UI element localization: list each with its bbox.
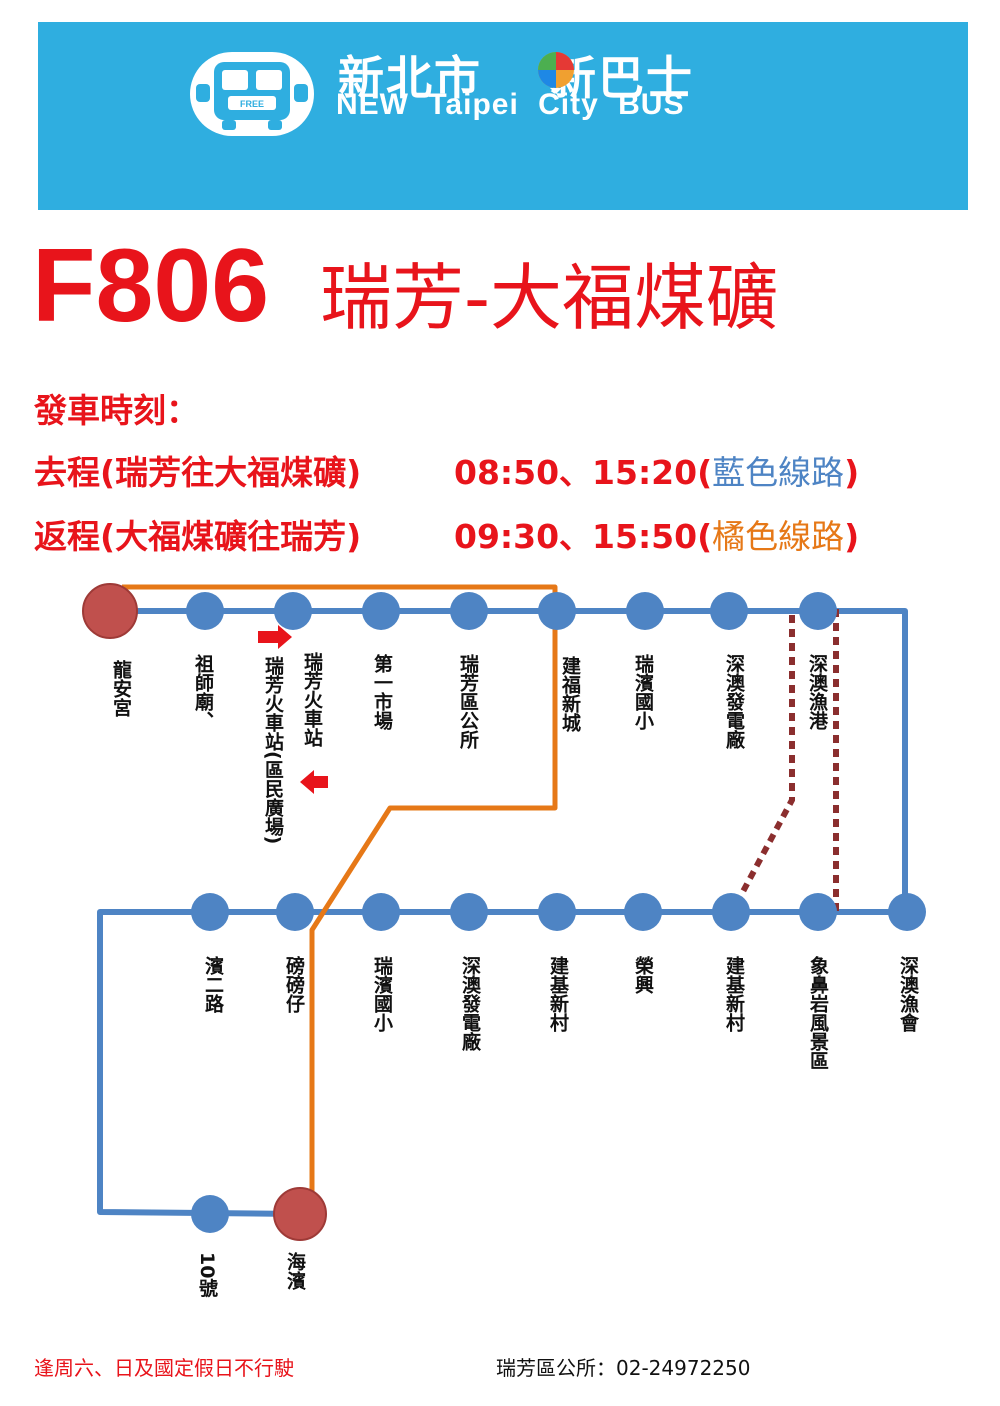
stop-label: 第一市場 — [371, 653, 393, 731]
return-label: 返程(大福煤礦往瑞芳) — [34, 517, 362, 556]
stop-label: 建基新村 — [723, 955, 746, 1032]
orange-route-line — [122, 584, 558, 1210]
stop-dot — [888, 893, 926, 931]
route-name: 瑞芳-大福煤礦 — [320, 256, 778, 340]
stop-dot — [450, 592, 488, 630]
stop-label: 瑞濱國小 — [371, 955, 393, 1032]
stop-dot — [538, 592, 576, 630]
blue-route-line — [97, 608, 908, 1217]
stop-label: 建基新村 — [547, 955, 570, 1032]
stop-label: 瑞濱國小 — [632, 653, 654, 730]
footer-note: 逢周六、日及國定假日不行駛 — [34, 1356, 294, 1380]
arrow-left-icon — [300, 770, 328, 794]
stop-dot — [626, 592, 664, 630]
stop-label: 瑞芳區公所 — [457, 653, 479, 750]
stop-dot — [710, 592, 748, 630]
stop-label: 瑞芳火車站 — [301, 651, 323, 748]
stop-dot — [191, 1195, 229, 1233]
stop-dot — [799, 592, 837, 630]
stop-label: 深澳發電廠 — [459, 955, 482, 1052]
arrow-right-icon — [258, 625, 292, 649]
stop-label: 海濱 — [284, 1251, 306, 1291]
schedule-outbound: 去程(瑞芳往大福煤礦) 08:50、15:20(藍色線路) — [34, 453, 859, 492]
stop-dot — [274, 592, 312, 630]
stop-label: 濱二路 — [202, 955, 224, 1014]
terminal-stop-haibin — [273, 1187, 327, 1241]
stop-dot — [362, 893, 400, 931]
logo-english: NEW Taipei City BUS — [336, 88, 685, 121]
stop-label: 磅磅仔 — [283, 955, 305, 1013]
outbound-label: 去程(瑞芳往大福煤礦) — [34, 453, 362, 492]
schedule-return: 返程(大福煤礦往瑞芳) 09:30、15:50(橘色線路) — [34, 517, 859, 556]
globe-icon — [538, 52, 574, 94]
stop-dot — [191, 893, 229, 931]
dotted-branch-left — [729, 615, 795, 914]
return-line-name: 橘色線路 — [712, 517, 845, 556]
stop-label: 榮興 — [632, 955, 654, 995]
stop-dot — [276, 893, 314, 931]
stop-dot — [712, 893, 750, 931]
header-banner — [38, 22, 968, 210]
stop-label: 10號 — [196, 1252, 218, 1298]
stop-label: 祖師廟、 — [192, 653, 215, 730]
stop-label: 深澳發電廠 — [723, 653, 746, 750]
stop-dot — [186, 592, 224, 630]
free-badge: FREE — [240, 99, 264, 109]
terminal-stop-longan — [82, 583, 138, 639]
stop-dot — [799, 893, 837, 931]
route-number: F806 — [32, 228, 270, 344]
logo-chinese: 新北市新巴士 — [338, 51, 694, 105]
return-times: 09:30、15:50(橘色線路) — [454, 517, 860, 556]
schedule-heading: 發車時刻： — [34, 391, 199, 430]
stop-dot — [450, 893, 488, 931]
stop-dot — [362, 592, 400, 630]
outbound-times: 08:50、15:20(藍色線路) — [454, 453, 860, 492]
stop-label: 深澳漁會 — [897, 955, 919, 1033]
bus-logo-icon: FREE — [190, 52, 314, 136]
stop-label: 建福新城 — [559, 655, 582, 733]
footer-contact: 瑞芳區公所：02-24972250 — [496, 1356, 751, 1380]
stop-label: 深澳漁港 — [806, 653, 828, 731]
stop-dot — [538, 893, 576, 931]
stop-dot — [624, 893, 662, 931]
stop-label: 象鼻岩風景區 — [807, 955, 830, 1070]
stop-label: 龍安宮 — [110, 659, 132, 718]
stop-label: 瑞芳火車站(區民廣場) — [262, 655, 284, 845]
outbound-line-name: 藍色線路 — [712, 453, 845, 492]
